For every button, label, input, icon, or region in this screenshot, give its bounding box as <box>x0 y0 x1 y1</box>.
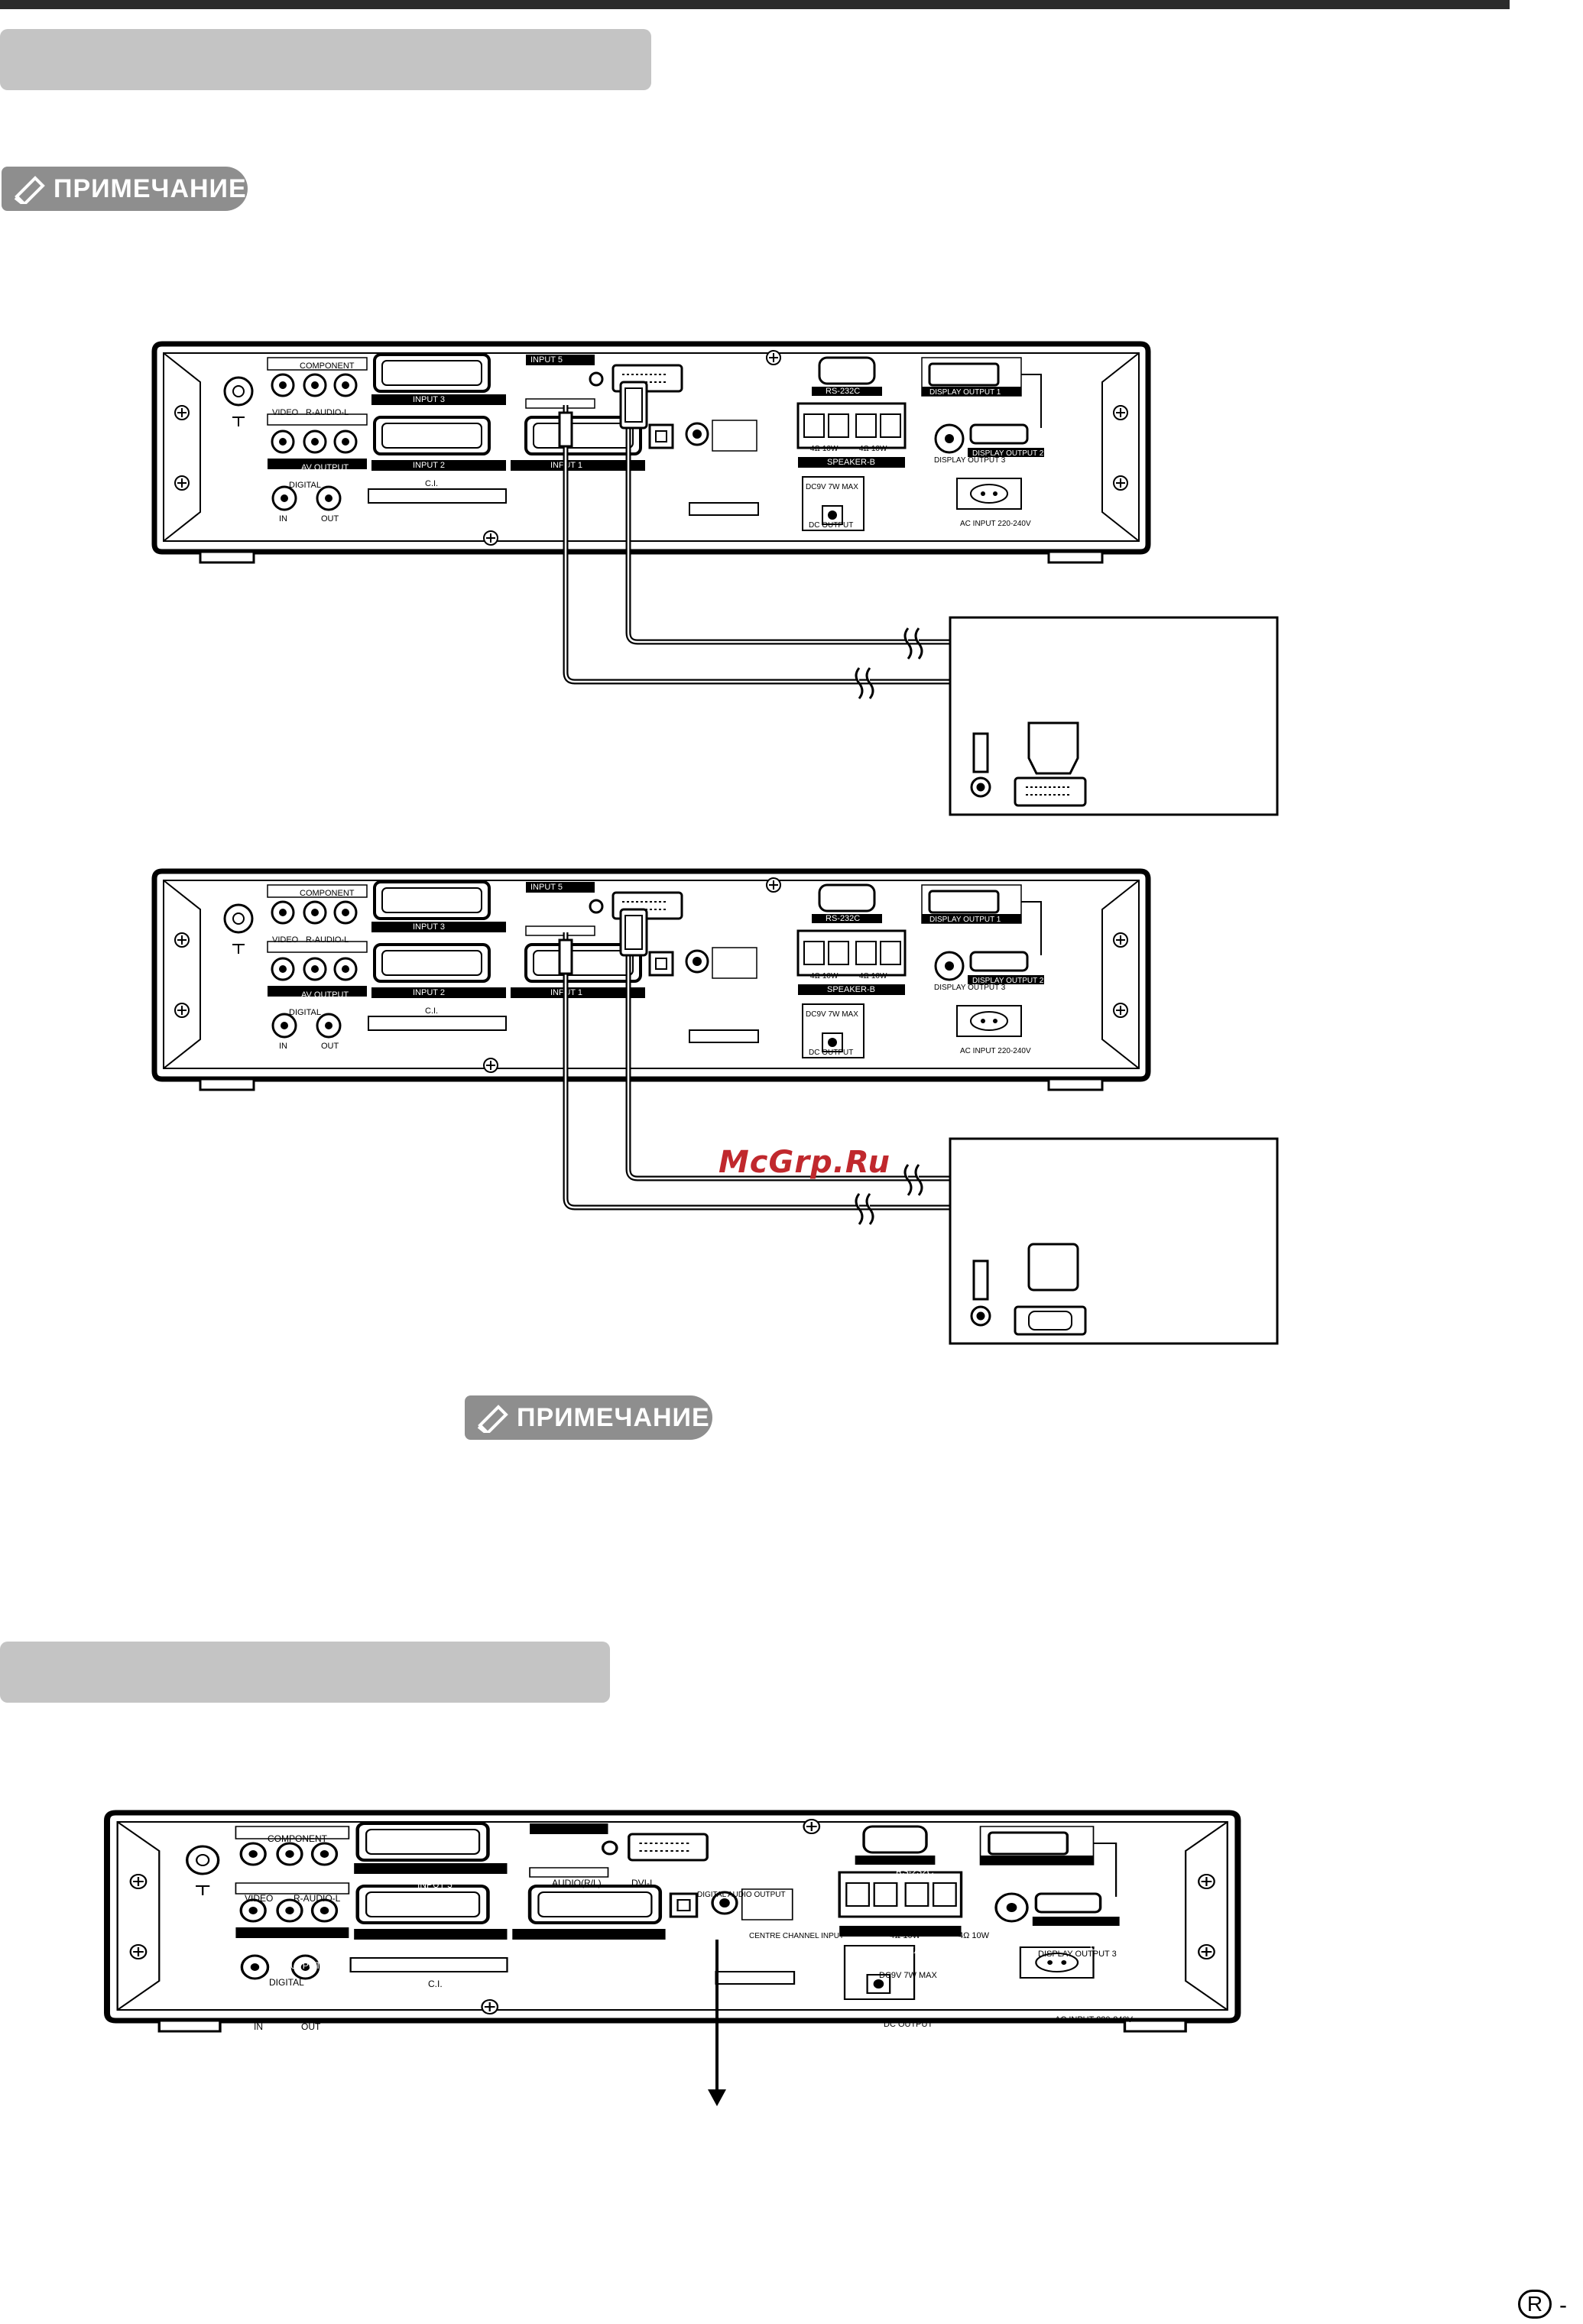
label-display-output-1: DISPLAY OUTPUT 1 <box>929 388 1001 397</box>
label-ci: C.I. <box>425 479 438 488</box>
label-in: IN <box>279 514 287 523</box>
svg-text:IN: IN <box>279 1042 287 1051</box>
panel-3-labels: COMPONENT VIDEO R-AUDIO-L AV OUTPUT DIGI… <box>245 1833 1169 2032</box>
label-speaker-b: SPEAKER-B <box>827 458 875 467</box>
svg-text:DC9V 7W MAX: DC9V 7W MAX <box>806 1010 858 1019</box>
plugs-2 <box>558 908 648 975</box>
svg-text:IN: IN <box>254 2021 263 2032</box>
panel-1-labels: COMPONENT VIDEO R-AUDIO-L AV OUTPUT DIGI… <box>272 355 1044 530</box>
svg-text:DISPLAY OUTPUT 2: DISPLAY OUTPUT 2 <box>1090 1943 1169 1953</box>
external-device-1 <box>949 616 1279 816</box>
svg-text:VIDEO: VIDEO <box>245 1893 273 1904</box>
svg-text:4Ω 10W: 4Ω 10W <box>810 972 839 980</box>
device-1-connectors <box>970 721 1087 807</box>
svg-text:C.I.: C.I. <box>428 1979 443 1989</box>
pencil-icon <box>14 176 45 204</box>
svg-text:INPUT 5: INPUT 5 <box>550 1835 586 1846</box>
label-input3: INPUT 3 <box>413 395 445 404</box>
svg-text:C.I.: C.I. <box>425 1006 438 1016</box>
svg-text:CENTRE CHANNEL INPUT: CENTRE CHANNEL INPUT <box>749 1932 844 1940</box>
svg-text:DISPLAY OUTPUT 3: DISPLAY OUTPUT 3 <box>1038 1950 1117 1959</box>
svg-text:COMPONENT: COMPONENT <box>268 1833 328 1844</box>
label-component: COMPONENT <box>300 361 355 371</box>
section-header-bar-1 <box>0 29 651 90</box>
svg-text:DISPLAY OUTPUT 1: DISPLAY OUTPUT 1 <box>929 916 1001 924</box>
svg-text:DISPLAY OUTPUT 3: DISPLAY OUTPUT 3 <box>934 984 1006 992</box>
label-input5: INPUT 5 <box>530 355 563 365</box>
label-dc9v: DC9V 7W MAX <box>806 483 858 491</box>
external-device-2 <box>949 1137 1279 1345</box>
device-2-connectors <box>970 1243 1087 1336</box>
svg-text:DC9V 7W MAX: DC9V 7W MAX <box>879 1971 937 1980</box>
svg-text:4Ω 10W: 4Ω 10W <box>890 1931 921 1940</box>
svg-text:DVI-I: DVI-I <box>631 1878 652 1888</box>
label-out: OUT <box>321 514 339 523</box>
page-marker: R <box>1518 2290 1552 2319</box>
svg-text:SPEAKER-B: SPEAKER-B <box>896 1945 949 1956</box>
svg-text:4Ω 10W: 4Ω 10W <box>959 1931 990 1940</box>
watermark: McGrp.Ru <box>719 1145 890 1180</box>
svg-text:INPUT 2: INPUT 2 <box>413 988 445 997</box>
label-display-output-2: DISPLAY OUTPUT 2 <box>972 449 1044 458</box>
label-input2: INPUT 2 <box>413 461 445 470</box>
label-rs232c: RS-232C <box>826 387 860 396</box>
note-badge-1: ПРИМЕЧАНИЕ <box>2 167 248 211</box>
cable-break-marks-1 <box>855 627 923 699</box>
label-av-output: AV OUTPUT <box>301 463 349 472</box>
label-digital: DIGITAL <box>289 481 321 490</box>
svg-text:DC OUTPUT: DC OUTPUT <box>809 1049 853 1057</box>
digital-audio-arrow <box>708 1940 726 2106</box>
svg-text:OUT: OUT <box>321 1042 339 1051</box>
svg-text:INPUT 1: INPUT 1 <box>578 1959 613 1969</box>
section-header-bar-2 <box>0 1642 610 1703</box>
label-ohm-b: 4Ω 10W <box>859 445 887 453</box>
svg-text:DIGITAL AUDIO OUTPUT: DIGITAL AUDIO OUTPUT <box>697 1891 786 1899</box>
svg-text:DIGITAL: DIGITAL <box>269 1977 304 1988</box>
cable-break-marks-2 <box>855 1164 923 1225</box>
svg-text:RS-232C: RS-232C <box>896 1866 934 1877</box>
svg-text:AC INPUT 220-240V: AC INPUT 220-240V <box>960 1047 1031 1055</box>
svg-text:SPEAKER-B: SPEAKER-B <box>827 985 875 994</box>
svg-text:INPUT 5: INPUT 5 <box>530 883 563 892</box>
svg-text:RS-232C: RS-232C <box>826 914 860 923</box>
pencil-icon <box>477 1405 508 1433</box>
svg-text:COMPONENT: COMPONENT <box>300 889 355 898</box>
label-dc-output: DC OUTPUT <box>809 521 853 530</box>
svg-text:DIGITAL: DIGITAL <box>289 1008 321 1017</box>
svg-text:INPUT 2: INPUT 2 <box>417 1959 453 1969</box>
label-ohm-a: 4Ω 10W <box>810 445 839 453</box>
label-ac-input: AC INPUT 220-240V <box>960 520 1031 528</box>
svg-text:AV OUTPUT: AV OUTPUT <box>301 990 349 1000</box>
svg-text:DISPLAY OUTPUT 2: DISPLAY OUTPUT 2 <box>972 977 1044 985</box>
note-label-2: ПРИМЕЧАНИЕ <box>517 1402 710 1432</box>
svg-text:AV OUTPUT: AV OUTPUT <box>269 1960 321 1971</box>
label-r-audio-l: R-AUDIO-L <box>306 408 349 417</box>
rear-panel-3 <box>107 1813 1238 2031</box>
label-video: VIDEO <box>272 408 299 417</box>
svg-text:DC OUTPUT: DC OUTPUT <box>884 2020 933 2029</box>
svg-text:DISPLAY OUTPUT 1: DISPLAY OUTPUT 1 <box>1043 1869 1121 1878</box>
page-dash: - <box>1559 2293 1567 2318</box>
svg-text:R-AUDIO-L: R-AUDIO-L <box>294 1893 341 1904</box>
svg-text:INPUT 3: INPUT 3 <box>417 1879 453 1890</box>
top-rule <box>0 0 1510 9</box>
svg-text:AC INPUT 220-240V: AC INPUT 220-240V <box>1055 2015 1134 2024</box>
svg-text:INPUT 3: INPUT 3 <box>413 922 445 932</box>
svg-text:OUT: OUT <box>301 2021 321 2032</box>
note-badge-2: ПРИМЕЧАНИЕ <box>465 1395 712 1440</box>
label-display-output-3: DISPLAY OUTPUT 3 <box>934 456 1006 465</box>
plugs-1 <box>558 381 648 448</box>
svg-text:AUDIO(R/L): AUDIO(R/L) <box>552 1878 602 1888</box>
svg-text:VIDEO: VIDEO <box>272 935 299 945</box>
note-label-1: ПРИМЕЧАНИЕ <box>54 173 247 203</box>
svg-text:R-AUDIO-L: R-AUDIO-L <box>306 935 349 945</box>
svg-text:4Ω 10W: 4Ω 10W <box>859 972 887 980</box>
